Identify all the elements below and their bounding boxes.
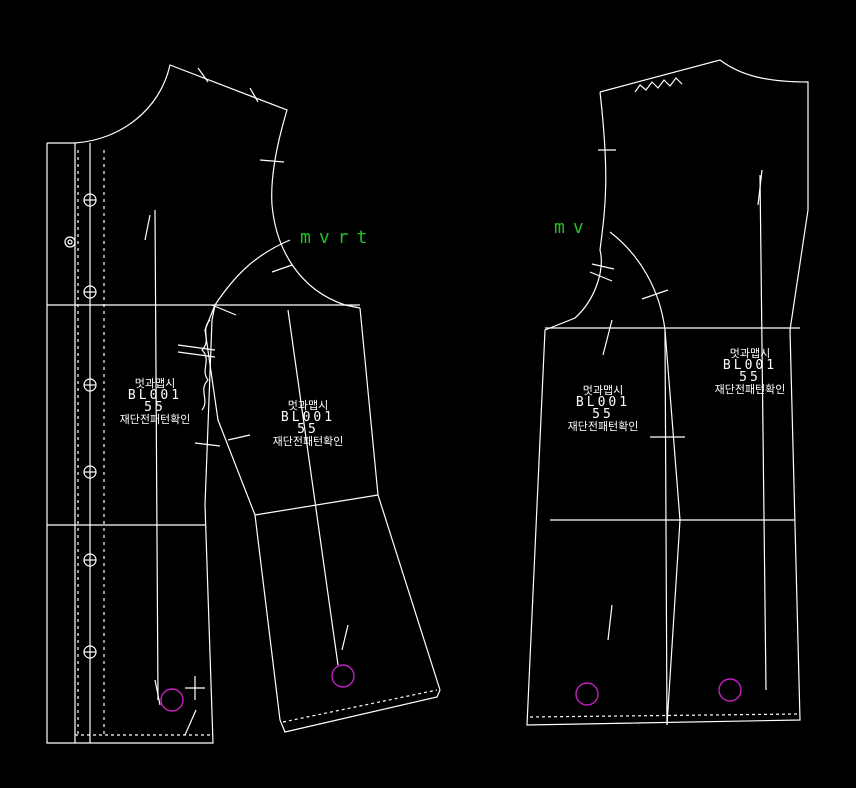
brand-label: 멋과맵시	[287, 399, 329, 412]
note-label: 재단전패턴확인	[567, 420, 639, 433]
pattern-label-front: 멋과맵시 BL001 55 재단전패턴확인	[95, 378, 215, 426]
style-code-label: BL001	[575, 395, 631, 410]
annotation-mvrt: mvrt	[300, 227, 376, 248]
size-label: 55	[592, 407, 614, 422]
style-code-label: BL001	[280, 410, 336, 425]
annotation-mv: mv	[554, 217, 592, 238]
drill-hole-markers	[160, 664, 742, 712]
button-markers	[64, 193, 97, 659]
note-label: 재단전패턴확인	[714, 383, 786, 396]
front-bodice-piece	[46, 64, 361, 744]
pattern-label-sleeve: 멋과맵시 BL001 55 재단전패턴확인	[248, 400, 368, 448]
brand-label: 멋과맵시	[582, 384, 624, 397]
sleeve-piece	[204, 239, 441, 733]
size-label: 55	[739, 370, 761, 385]
style-code-label: BL001	[722, 358, 778, 373]
note-label: 재단전패턴확인	[119, 413, 191, 426]
style-code-label: BL001	[127, 388, 183, 403]
brand-label: 멋과맵시	[134, 377, 176, 390]
pattern-label-back-left: 멋과맵시 BL001 55 재단전패턴확인	[543, 385, 663, 433]
size-label: 55	[144, 400, 166, 415]
brand-label: 멋과맵시	[729, 347, 771, 360]
pattern-label-back-right: 멋과맵시 BL001 55 재단전패턴확인	[690, 348, 810, 396]
size-label: 55	[297, 422, 319, 437]
note-label: 재단전패턴확인	[272, 435, 344, 448]
back-bodice-piece	[526, 59, 809, 726]
